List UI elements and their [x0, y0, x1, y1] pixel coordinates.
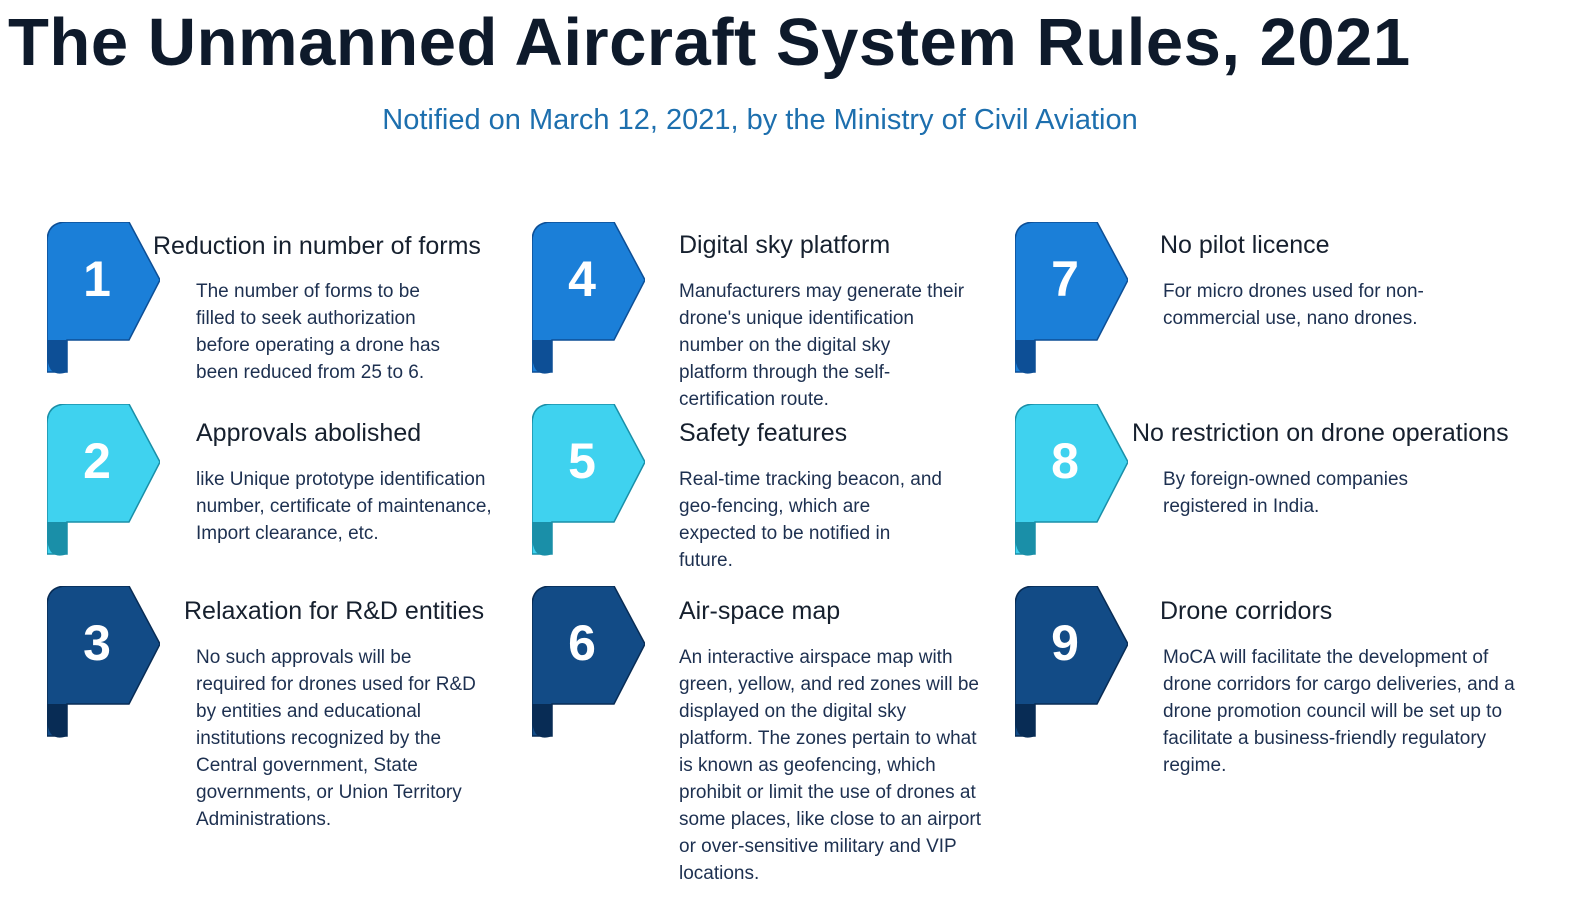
- item-description: like Unique prototype identification num…: [196, 469, 492, 544]
- number-flag-icon: 6: [532, 586, 645, 739]
- item-title: Air-space map: [679, 597, 841, 625]
- item-number: 6: [568, 615, 596, 671]
- item-description: The number of forms to be filled to seek…: [196, 281, 441, 383]
- number-flag-icon: 8: [1015, 404, 1128, 557]
- item-description: Real-time tracking beacon, and geo-fenci…: [679, 469, 942, 571]
- page-title: The Unmanned Aircraft System Rules, 2021: [8, 5, 1411, 80]
- item-number: 5: [568, 433, 596, 489]
- number-flag-icon: 5: [532, 404, 645, 557]
- item-number: 7: [1051, 251, 1079, 307]
- number-flag-icon: 7: [1015, 222, 1128, 375]
- item-description: By foreign-owned companies registered in…: [1163, 469, 1409, 517]
- item-description: No such approvals will be required for d…: [196, 647, 476, 830]
- page-subtitle: Notified on March 12, 2021, by the Minis…: [382, 104, 1138, 136]
- item-number: 3: [83, 615, 111, 671]
- item-title: No restriction on drone operations: [1132, 419, 1509, 447]
- item-description: For micro drones used for non- commercia…: [1163, 281, 1424, 329]
- item-title: Digital sky platform: [679, 231, 891, 259]
- item-title: Safety features: [679, 419, 848, 447]
- item-title: Relaxation for R&D entities: [184, 597, 485, 625]
- item-description: Manufacturers may generate their drone's…: [679, 281, 965, 410]
- number-flag-icon: 1: [47, 222, 160, 375]
- number-flag-icon: 4: [532, 222, 645, 375]
- item-title: Drone corridors: [1160, 597, 1333, 625]
- number-flag-icon: 9: [1015, 586, 1128, 739]
- item-title: Approvals abolished: [196, 419, 422, 447]
- item-number: 4: [568, 251, 596, 307]
- number-flag-icon: 3: [47, 586, 160, 739]
- item-title: Reduction in number of forms: [153, 232, 481, 260]
- item-description: An interactive airspace map with green, …: [679, 647, 982, 884]
- item-number: 2: [83, 433, 111, 489]
- item-number: 1: [83, 251, 111, 307]
- item-title: No pilot licence: [1160, 231, 1330, 259]
- number-flag-icon: 2: [47, 404, 160, 557]
- item-number: 9: [1051, 615, 1079, 671]
- item-number: 8: [1051, 433, 1079, 489]
- item-description: MoCA will facilitate the development of …: [1163, 647, 1515, 776]
